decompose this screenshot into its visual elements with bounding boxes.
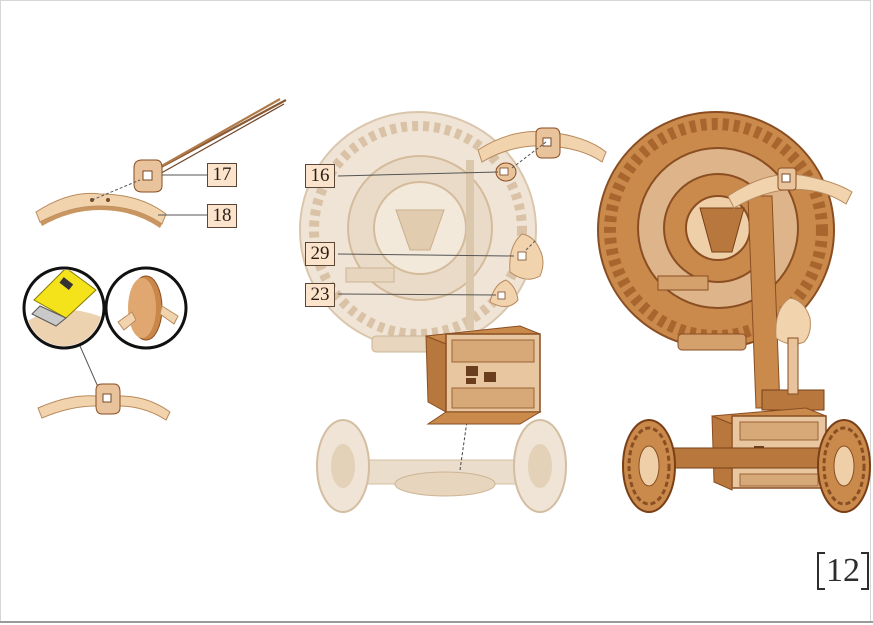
- callout-lines-a: [91, 174, 207, 216]
- sanding-detail-icon: [104, 266, 188, 350]
- part-label-23: 23: [305, 283, 335, 307]
- part-label-17: 17: [207, 163, 237, 187]
- part-18-arm: [35, 192, 167, 228]
- part-label-18: 18: [207, 204, 237, 228]
- part-label-16: 16: [305, 164, 335, 188]
- part-23-wedge: [489, 279, 519, 307]
- part-label-29: 29: [305, 242, 335, 266]
- faded-model: [299, 111, 567, 513]
- explode-line: [459, 399, 471, 471]
- page-number: 12: [817, 550, 869, 592]
- assembled-model: [597, 111, 871, 513]
- utility-knife-icon: [22, 266, 106, 350]
- part-16-hub: [495, 162, 517, 182]
- assembled-arm: [37, 383, 171, 421]
- bottom-rule: [0, 621, 873, 623]
- part-29-seat: [509, 233, 544, 280]
- skewer-sticks: [143, 98, 287, 177]
- handlebar-faded: [477, 127, 607, 163]
- storage-box: [425, 325, 542, 425]
- part-17-holder: [133, 159, 163, 193]
- callout-lines-b: [337, 141, 547, 296]
